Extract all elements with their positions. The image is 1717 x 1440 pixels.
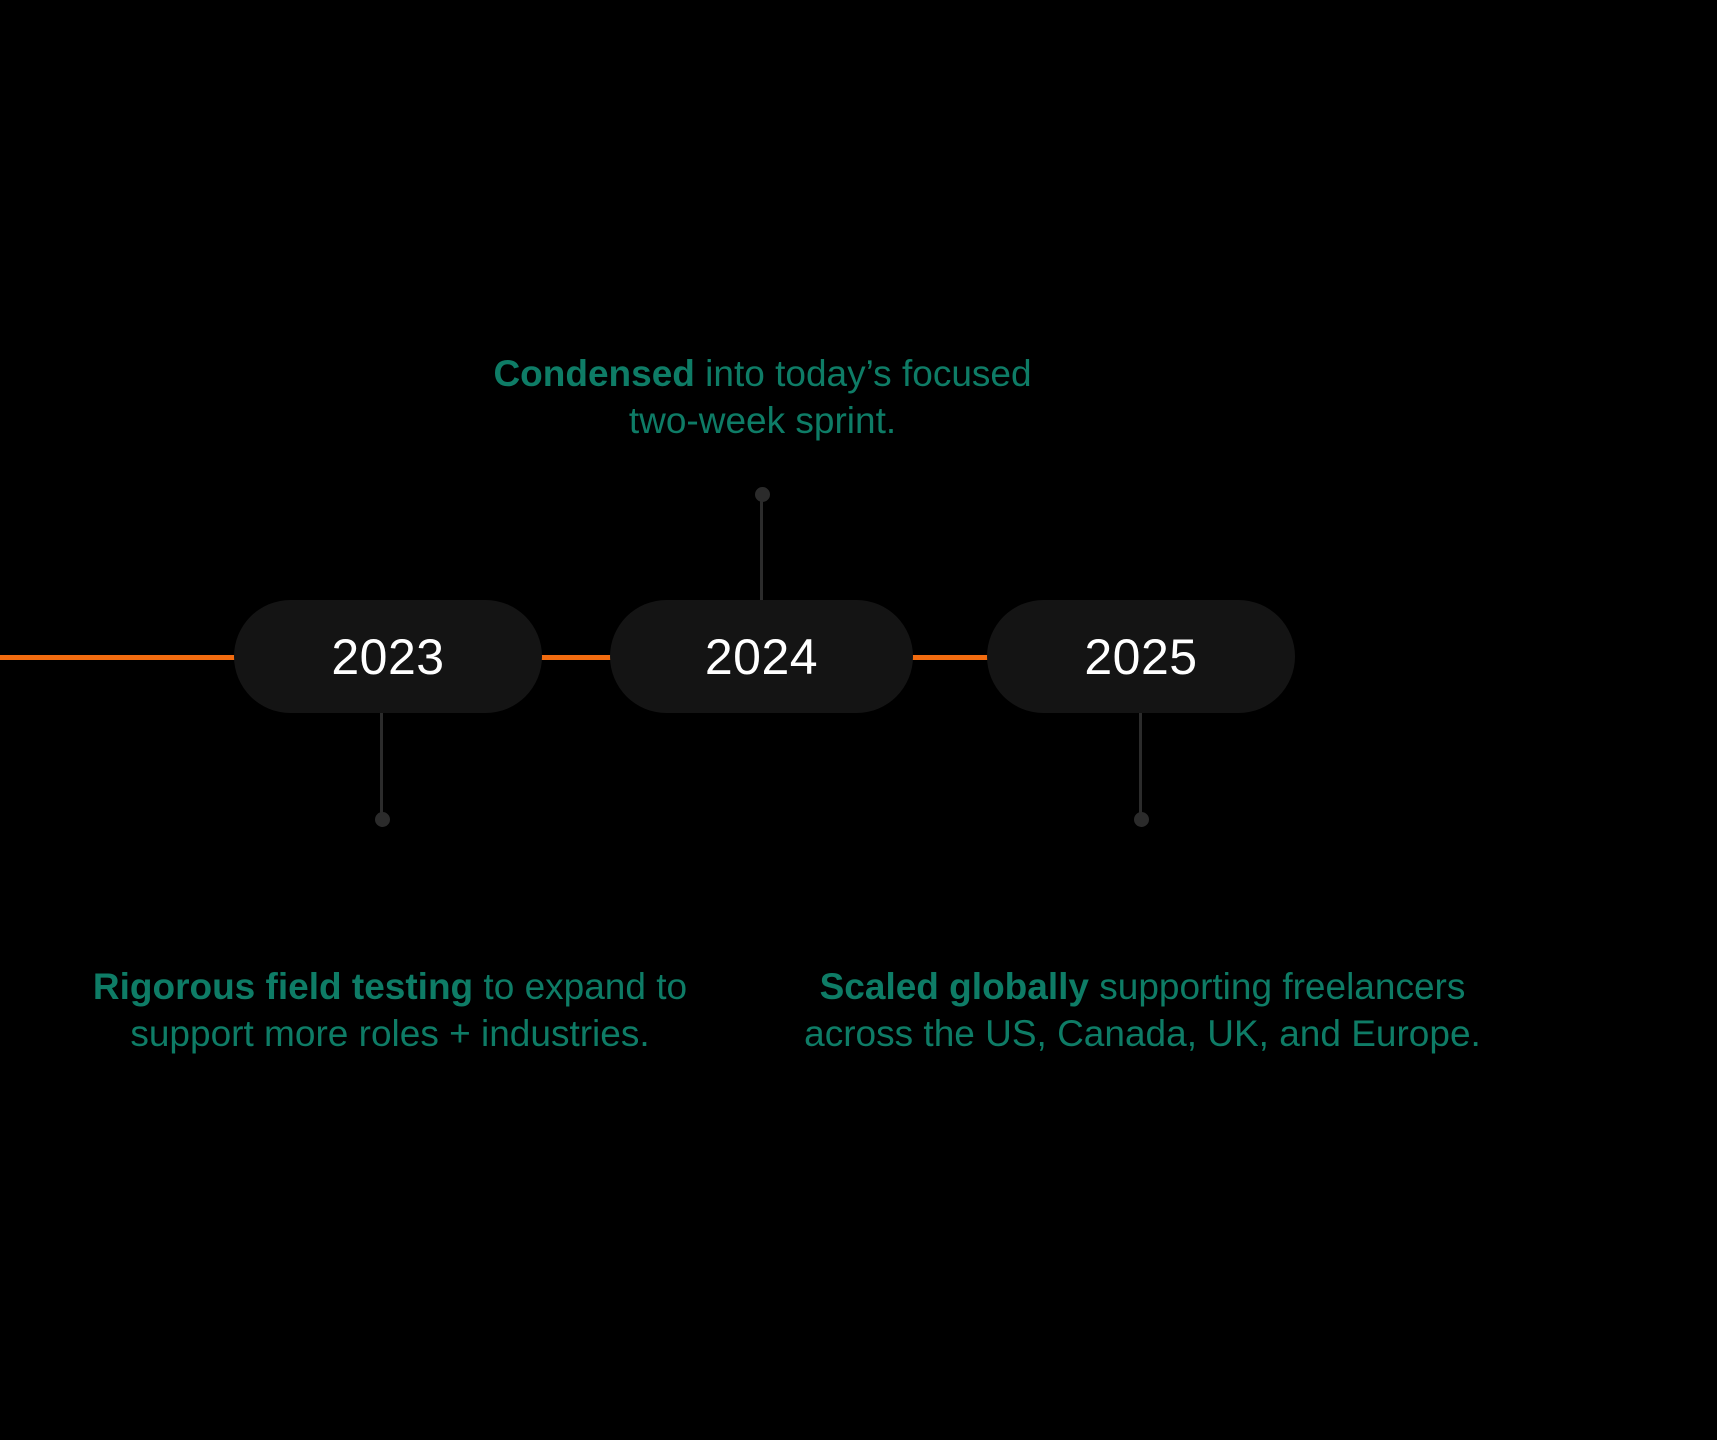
connector-stem-2023 — [380, 708, 383, 818]
timeline-rail-segment-2023-2024 — [534, 655, 619, 660]
timeline-node-2024[interactable]: 2024 — [610, 600, 913, 713]
milestone-caption-2023: Rigorous field testing to expand to supp… — [60, 963, 720, 1058]
caption-lead-2023: Rigorous field testing — [92, 966, 474, 1007]
connector-dot-2024 — [755, 487, 770, 502]
caption-rest-2024: into today’s focused two-week sprint. — [628, 353, 1032, 442]
milestone-caption-2024: Condensed into today’s focused two-week … — [455, 350, 1070, 445]
timeline-node-2023[interactable]: 2023 — [234, 600, 542, 713]
caption-rest-2025: supporting freelancers across the US, Ca… — [804, 966, 1481, 1055]
caption-rest-2023: to expand to support more roles + indust… — [130, 966, 688, 1055]
caption-lead-2024: Condensed — [493, 353, 695, 394]
connector-dot-2025 — [1134, 812, 1149, 827]
timeline-rail-segment-2024-2025 — [903, 655, 995, 660]
caption-lead-2025: Scaled globally — [819, 966, 1089, 1007]
timeline-node-2025[interactable]: 2025 — [987, 600, 1295, 713]
connector-stem-2024 — [760, 494, 763, 606]
timeline-rail-segment-left — [0, 655, 246, 660]
year-label-2023: 2023 — [331, 628, 445, 685]
year-label-2024: 2024 — [704, 628, 819, 685]
year-label-2025: 2025 — [1084, 628, 1198, 685]
connector-dot-2023 — [375, 812, 390, 827]
milestone-caption-2025: Scaled globally supporting freelancers a… — [790, 963, 1495, 1058]
connector-stem-2025 — [1139, 708, 1142, 818]
